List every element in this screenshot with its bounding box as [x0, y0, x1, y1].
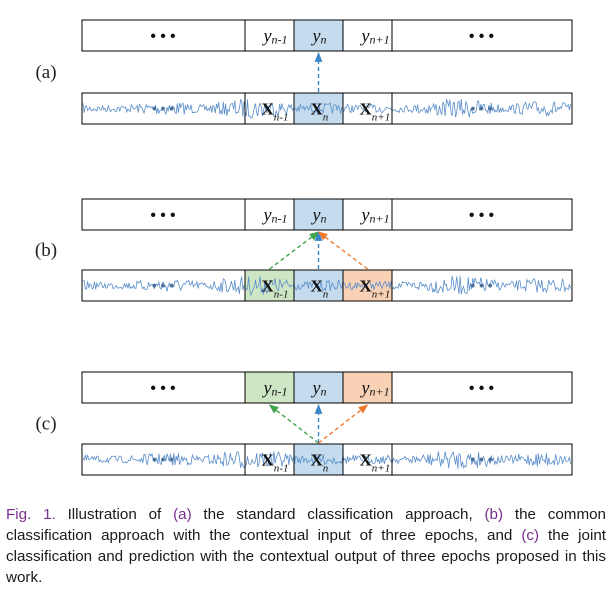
figure-caption: Fig. 1. Illustration of (a) the standard… — [6, 504, 606, 588]
caption-ref-c[interactable]: (c) — [521, 527, 540, 544]
dashed-arrow — [269, 231, 320, 270]
input-symbol: Xn+1 — [360, 100, 391, 124]
eeg-signal — [82, 276, 571, 297]
output-symbol: yn+1 — [360, 205, 390, 226]
input-ellipsis-right: ••• — [469, 280, 495, 295]
output-cell — [293, 19, 344, 52]
input-symbol: Xn-1 — [262, 100, 289, 124]
eeg-signal — [82, 97, 571, 119]
panel-label: (b) — [35, 240, 57, 261]
caption-text-3: the common classification approach with … — [6, 506, 606, 544]
caption-text-4: the joint classification and prediction … — [6, 527, 606, 586]
output-row: yn-1 yn yn+1 ••• ••• — [81, 19, 573, 52]
output-ellipsis-left: ••• — [149, 380, 179, 398]
caption-text-2: the standard classification approach, — [191, 506, 485, 523]
output-symbol: yn — [311, 26, 327, 47]
output-symbol: yn — [311, 378, 327, 399]
panel-3: (c) yn-1 yn yn+1 ••• ••• ••• ••• Xn-1 Xn Xn+1 — [35, 371, 573, 476]
output-cell — [244, 371, 295, 404]
output-symbol: yn-1 — [262, 205, 288, 226]
input-ellipsis-left: ••• — [150, 280, 176, 295]
input-symbol: Xn+1 — [360, 277, 391, 301]
caption-ref-b[interactable]: (b) — [484, 506, 504, 523]
output-symbol: yn-1 — [262, 26, 288, 47]
input-cell — [342, 269, 393, 302]
output-cell — [342, 198, 393, 231]
input-symbol: Xn-1 — [262, 277, 289, 301]
output-ellipsis-right: ••• — [467, 207, 497, 225]
output-cell — [342, 19, 393, 52]
input-symbol: Xn-1 — [262, 451, 289, 475]
input-row: ••• ••• Xn-1 Xn Xn+1 — [81, 443, 573, 476]
panel-label: (c) — [35, 414, 56, 435]
dashed-arrow — [317, 231, 368, 270]
eeg-signal — [82, 450, 571, 469]
output-row: yn-1 yn yn+1 ••• ••• — [81, 198, 573, 231]
output-cell — [293, 198, 344, 231]
dashed-arrow — [318, 404, 369, 444]
output-ellipsis-left: ••• — [149, 207, 179, 225]
input-ellipsis-left: ••• — [150, 454, 176, 469]
input-ellipsis-left: ••• — [150, 103, 176, 118]
caption-ref-a[interactable]: (a) — [173, 506, 192, 523]
output-symbol: yn — [311, 205, 327, 226]
input-row: ••• ••• Xn-1 Xn Xn+1 — [81, 269, 573, 302]
output-cell — [342, 371, 393, 404]
output-row: yn-1 yn yn+1 ••• ••• — [81, 371, 573, 404]
input-symbol: Xn — [311, 451, 329, 475]
caption-fig-label: Fig. 1. — [6, 506, 56, 523]
panel-1: (a) yn-1 yn yn+1 ••• ••• ••• ••• Xn-1 Xn Xn+1 — [35, 19, 573, 125]
input-cell — [342, 92, 393, 125]
output-symbol: yn-1 — [262, 378, 288, 399]
input-cell — [342, 443, 393, 476]
input-ellipsis-right: ••• — [469, 454, 495, 469]
output-symbol: yn+1 — [360, 378, 390, 399]
output-cell — [244, 198, 295, 231]
caption-text-1: Illustration of — [55, 506, 174, 523]
input-symbol: Xn+1 — [360, 451, 391, 475]
input-ellipsis-right: ••• — [469, 103, 495, 118]
input-symbol: Xn — [311, 277, 329, 301]
output-ellipsis-right: ••• — [467, 28, 497, 46]
output-ellipsis-right: ••• — [467, 380, 497, 398]
output-symbol: yn+1 — [360, 26, 390, 47]
dashed-arrow — [268, 404, 319, 444]
input-symbol: Xn — [311, 100, 329, 124]
output-cell — [293, 371, 344, 404]
panel-2: (b) yn-1 yn yn+1 ••• ••• ••• ••• Xn-1 Xn Xn+1 — [35, 198, 573, 302]
output-cell — [244, 19, 295, 52]
output-ellipsis-left: ••• — [149, 28, 179, 46]
input-row: ••• ••• Xn-1 Xn Xn+1 — [81, 92, 573, 125]
panel-label: (a) — [35, 62, 56, 83]
